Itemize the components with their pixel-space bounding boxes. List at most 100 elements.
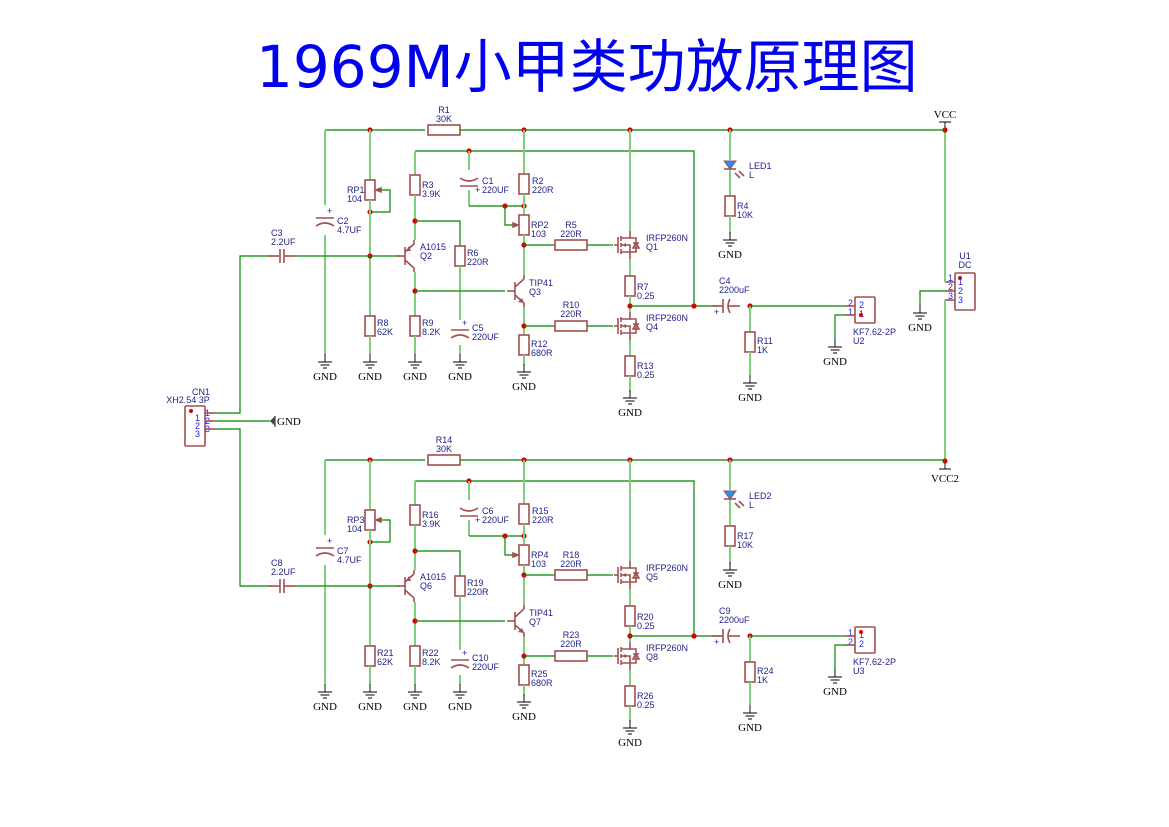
ground-symbol: GND <box>403 684 427 713</box>
transistor-Q7-arrow <box>518 628 524 633</box>
wiper-arrow <box>373 516 382 524</box>
res-R24 <box>744 661 756 683</box>
led-LED2 <box>723 490 745 509</box>
res-R14-body <box>427 454 461 466</box>
ground-symbol: GND <box>358 354 382 383</box>
Q4-value: IRFP260N <box>646 313 688 323</box>
cap-C10-plate-curved <box>450 664 470 669</box>
Q3-value: TIP41 <box>529 278 553 288</box>
pin1-marker <box>189 409 193 413</box>
led-LED1 <box>723 160 745 179</box>
C7-value: 4.7UF <box>337 555 362 565</box>
cap-C2-plus: + <box>327 206 332 216</box>
cap-C6-plus: + <box>475 515 480 525</box>
R19-value: 220R <box>467 587 489 597</box>
Q2-ref: Q2 <box>420 251 432 261</box>
transistor-Q2 <box>397 240 415 272</box>
R5-ref: R5 <box>565 220 577 230</box>
ground-symbol: GND <box>823 669 847 698</box>
transistor-Q6-emitter <box>404 589 415 599</box>
wire <box>834 644 845 670</box>
res-R11 <box>744 331 756 353</box>
R26-ref: R26 <box>637 691 654 701</box>
R10-value: 220R <box>560 309 582 319</box>
Q3-ref: Q3 <box>529 287 541 297</box>
R7-ref: R7 <box>637 282 649 292</box>
mosfet-Q8-drain <box>621 642 631 650</box>
input-gnd-label: GND <box>277 416 301 428</box>
wire <box>504 536 518 556</box>
U1-ref: U1 <box>959 251 971 261</box>
cap-C8 <box>268 579 296 593</box>
R14-ref: R14 <box>436 435 453 445</box>
mosfet-Q4-source <box>621 332 631 340</box>
res-R8-body <box>364 315 376 337</box>
res-R2-body <box>518 173 530 195</box>
ground-symbol: GND <box>618 390 642 419</box>
pot-RP4 <box>518 544 530 566</box>
mosfet-Q8-diode-lead <box>630 648 637 664</box>
res-R16-body <box>409 504 421 526</box>
R7-value: 0.25 <box>637 291 655 301</box>
mosfet-Q5-arrow <box>622 573 626 577</box>
cap-C6-plate-curved <box>459 507 479 512</box>
R20-value: 0.25 <box>637 621 655 631</box>
transistor-Q3-collector <box>514 278 525 288</box>
ground-symbol: GND <box>738 705 762 734</box>
R11-value: 1K <box>757 345 768 355</box>
cap-C7-plus: + <box>327 536 332 546</box>
C3-value: 2.2UF <box>271 237 296 247</box>
ground-label: GND <box>512 381 536 393</box>
wire-input-R <box>215 428 270 587</box>
ground-label: GND <box>823 686 847 698</box>
R2-value: 220R <box>532 185 554 195</box>
res-R6 <box>454 245 466 267</box>
res-R2 <box>518 173 530 195</box>
output-connector-U3 <box>854 626 876 654</box>
mosfet-Q1-drain <box>621 231 631 239</box>
junction-dot <box>691 303 697 309</box>
led-LED2-ray <box>738 500 745 507</box>
Q7-ref: Q7 <box>529 617 541 627</box>
R16-ref: R16 <box>422 510 439 520</box>
res-R13-body <box>624 355 636 377</box>
ground-label: GND <box>358 371 382 383</box>
U3-value: KF7.62-2P <box>853 657 896 667</box>
ground-symbol: GND <box>718 562 742 591</box>
wire-U1-gnd <box>919 290 945 305</box>
res-R1-body <box>427 124 461 136</box>
mosfet-Q5-source <box>621 581 631 589</box>
res-R17-body <box>724 525 736 547</box>
wiper-arrow <box>512 221 521 229</box>
R21-value: 62K <box>377 657 393 667</box>
R12-ref: R12 <box>531 339 548 349</box>
vcc2-label: VCC2 <box>931 473 959 485</box>
R13-value: 0.25 <box>637 370 655 380</box>
R19-ref: R19 <box>467 578 484 588</box>
transistor-Q6 <box>397 570 415 602</box>
led-LED2-triangle <box>723 490 737 500</box>
res-R16 <box>409 504 421 526</box>
ground-label: GND <box>313 371 337 383</box>
R4-value: 10K <box>737 210 753 220</box>
res-R9-body <box>409 315 421 337</box>
RP3-value: 104 <box>347 524 362 534</box>
U1-value: DC <box>959 260 972 270</box>
Q4-ref: Q4 <box>646 322 658 332</box>
res-R20 <box>624 605 636 627</box>
pot-RP3 <box>364 509 376 531</box>
Q8-ref: Q8 <box>646 652 658 662</box>
LED1-value: L <box>749 170 754 180</box>
R5-value: 220R <box>560 229 582 239</box>
CN1-pin-inner-1: 1 <box>195 413 200 423</box>
res-R1 <box>427 124 461 136</box>
C4-value: 2200uF <box>719 285 750 295</box>
cap-C1-plate-curved <box>459 177 479 182</box>
cap-C3 <box>268 249 296 263</box>
cap-C5: + <box>450 318 470 339</box>
RP1-ref: RP1 <box>347 185 365 195</box>
R23-ref: R23 <box>563 630 580 640</box>
cap-C7: + <box>315 536 335 557</box>
mosfet-Q1-source <box>621 251 631 259</box>
